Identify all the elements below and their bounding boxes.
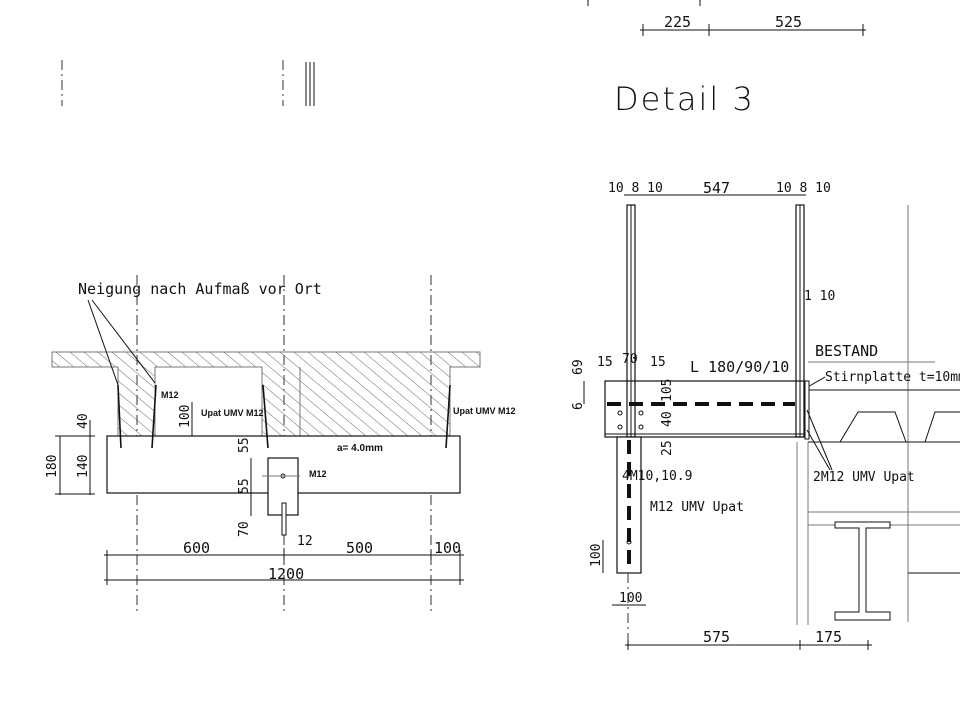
dim-69: 69 [571,359,586,375]
dim-500: 500 [346,539,373,557]
dim-post-10: 1 10 [804,289,835,304]
label-plate-bolt: M12 [309,469,327,479]
dim-12: 12 [297,534,313,549]
dim-6: 6 [571,402,586,410]
dim-25: 25 [660,440,675,456]
dim-10-8-10-left: 10 8 10 [608,181,663,196]
dim-55b: 55 [237,478,252,494]
label-angle: L 180/90/10 [690,358,789,376]
anchor-bolts [117,384,451,449]
existing-slab [51,351,481,437]
dim-1200: 1200 [268,565,304,583]
dim-15-left: 15 [597,355,613,370]
label-upat-1: Upat UMV M12 [201,408,264,418]
dim-100-horizontal: 100 [619,591,642,606]
dim-105: 105 [660,379,675,402]
dim-70: 70 [237,521,252,537]
i-beam [834,521,891,621]
dim-40: 40 [76,413,91,429]
label-stirnplatte: Stirnplatte t=10mm [825,370,960,385]
dim-15-right: 15 [650,355,666,370]
left-elevation: Neigung nach Aufmaß vor Ort M12 Upat UMV… [45,275,516,612]
dim-100-vertical: 100 [589,544,604,567]
top-left-fragment [61,60,315,106]
dim-525: 525 [775,13,802,31]
detail-title: Detail 3 [614,80,755,118]
label-bolts: 4M10,10.9 [622,469,692,484]
label-upat-2: Upat UMV M12 [453,406,516,416]
dim-175: 175 [815,628,842,646]
dim-547: 547 [703,179,730,197]
dim-140: 140 [76,455,91,478]
dim-55a: 55 [237,437,252,453]
label-anchor-m12: M12 UMV Upat [650,500,744,515]
label-anchor-2m12: 2M12 UMV Upat [813,470,915,485]
dim-600: 600 [183,539,210,557]
dim-575: 575 [703,628,730,646]
dim-40: 40 [660,411,675,427]
dim-100: 100 [178,405,193,428]
label-m12: M12 [161,390,179,400]
top-dimension: 225 525 [587,0,866,36]
weld-label: a= 4.0mm [337,443,383,454]
dim-70: 70 [622,352,638,367]
dim-100-right: 100 [434,539,461,557]
dim-225: 225 [664,13,691,31]
dim-180: 180 [45,455,60,478]
dim-10-8-10-right: 10 8 10 [776,181,831,196]
detail-3-section: 10 8 10 547 10 8 10 1 10 BESTAND Stirnpl… [571,179,960,650]
label-bestand: BESTAND [815,342,878,360]
note-slope: Neigung nach Aufmaß vor Ort [78,280,322,298]
